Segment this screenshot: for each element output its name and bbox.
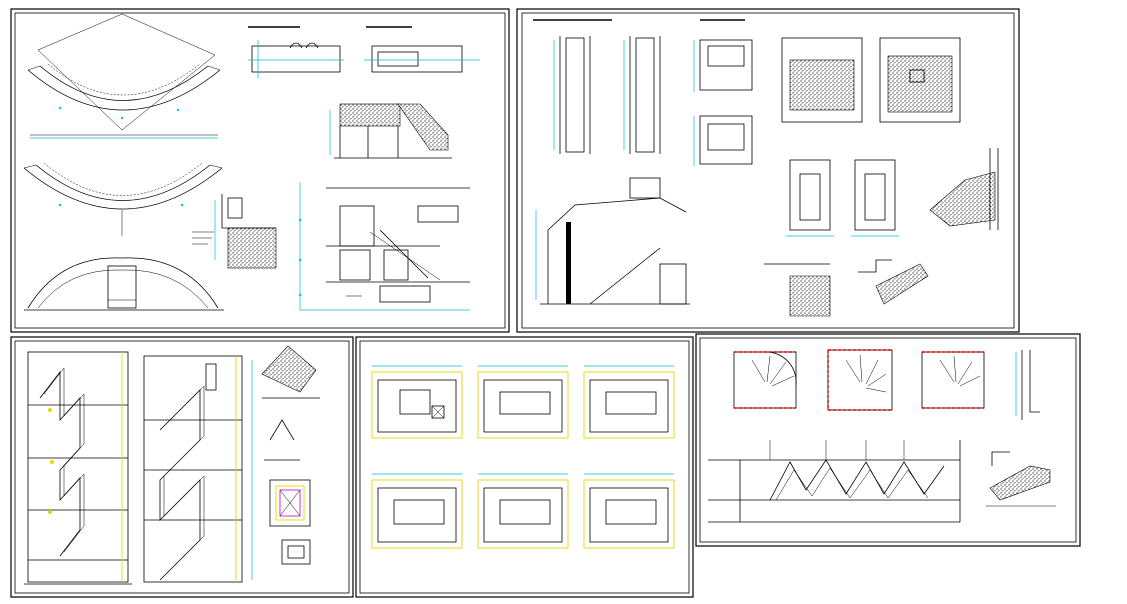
sheet-5-spiral-staircase — [695, 333, 1081, 547]
building-section — [535, 177, 690, 305]
vertical-stair-sections — [553, 36, 661, 154]
stair-section-right — [143, 355, 253, 583]
sheet-4-stair-floor-plans — [355, 336, 694, 598]
sheet-2-straight-staircase — [516, 8, 1020, 333]
stair-section-upper — [329, 103, 452, 159]
curved-stair-elevation — [24, 257, 224, 311]
wall-detail-stipple — [192, 194, 277, 269]
spiral-detail-right — [1015, 350, 1040, 420]
stippled-room-plans — [781, 37, 961, 123]
top-section-elevations — [248, 26, 480, 78]
plan-dimension-lines — [372, 365, 674, 475]
plan-row-1 — [371, 371, 675, 439]
spiral-sloped-detail — [986, 451, 1056, 507]
curved-stair-plan-top — [27, 13, 221, 139]
stair-details-small — [261, 345, 320, 565]
stair-section-lower — [299, 182, 470, 311]
plan-row-2 — [371, 479, 675, 549]
sheet-1-curved-staircase — [10, 8, 510, 333]
sloped-slab-details — [764, 148, 999, 317]
spiral-elevation — [708, 440, 961, 523]
stair-plans-pair — [786, 159, 899, 237]
stair-plans-small — [693, 39, 753, 166]
sheet-1-dimension-ticks — [58, 106, 302, 297]
sheet-3-multistorey-sections — [10, 336, 354, 598]
spiral-plans — [733, 349, 985, 411]
curved-stair-plan-middle — [23, 162, 223, 236]
stair-section-left — [24, 351, 132, 585]
